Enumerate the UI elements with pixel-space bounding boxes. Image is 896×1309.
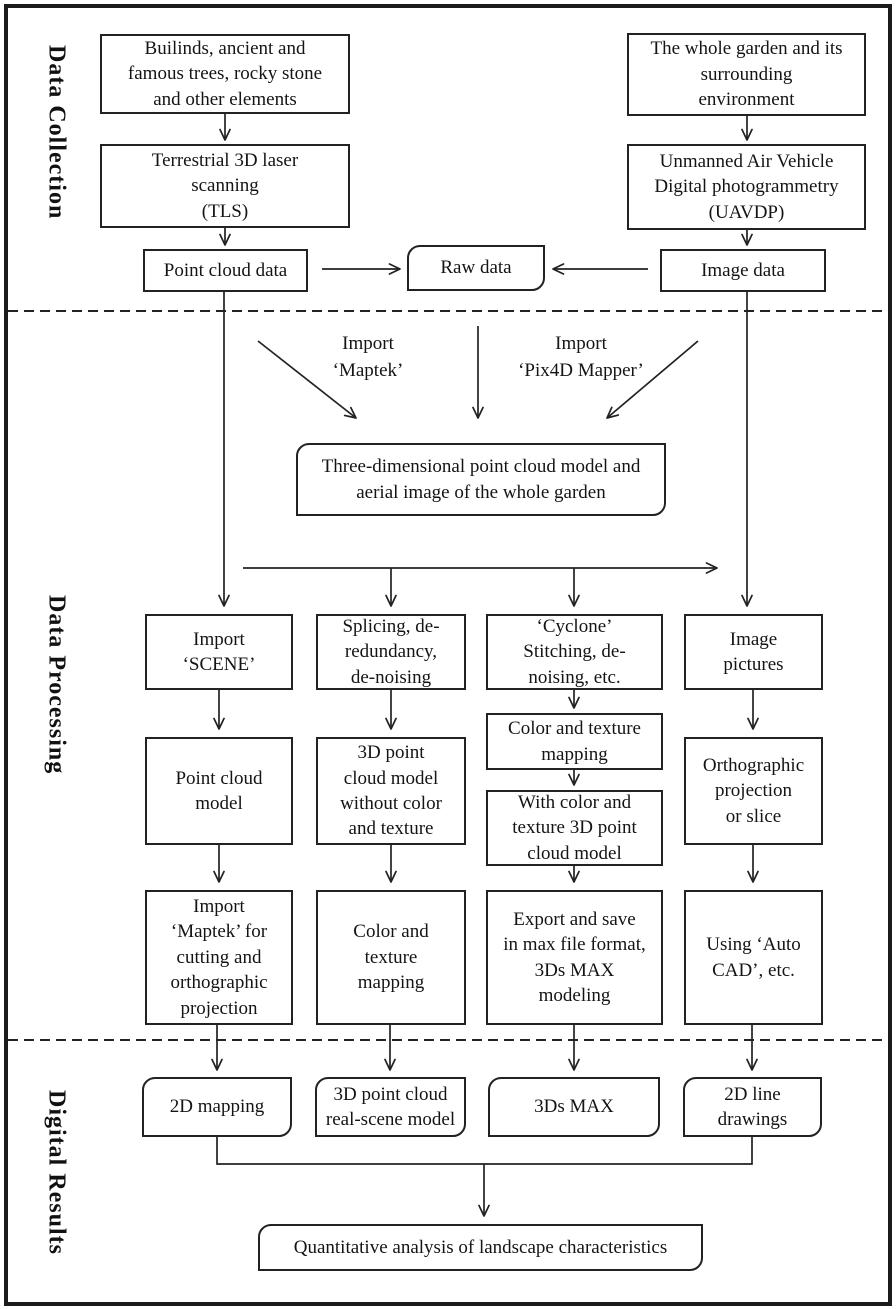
flow-node-image-data: Image data [660,249,826,292]
flow-node-model-without-color: 3D point cloud model without color and t… [316,737,466,845]
flow-node-3d-model: Three-dimensional point cloud model and … [296,443,666,516]
flow-node-export-3ds-max: Export and save in max file format, 3Ds … [486,890,663,1025]
flow-node-uavdp: Unmanned Air Vehicle Digital photogramme… [627,144,866,230]
flow-node-point-cloud-model: Point cloud model [145,737,293,845]
flow-node-quantitative-analysis: Quantitative analysis of landscape chara… [258,1224,703,1271]
flow-node-color-texture-mapping-2: Color and texture mapping [316,890,466,1025]
flow-node-point-cloud-data: Point cloud data [143,249,308,292]
section-label-data-processing: Data Processing [43,595,70,775]
flow-node-with-color-model: With color and texture 3D point cloud mo… [486,790,663,866]
flow-node-3ds-max: 3Ds MAX [488,1077,660,1137]
flow-node-cyclone-stitching: ‘Cyclone’ Stitching, de- noising, etc. [486,614,663,690]
note-import-pix4d-mapper: Import ‘Pix4D Mapper’ [518,333,644,381]
flow-node-tls: Terrestrial 3D laser scanning (TLS) [100,144,350,228]
figure-border [4,4,892,1306]
section-label-data-collection: Data Collection [43,45,70,220]
section-label-digital-results: Digital Results [43,1089,70,1255]
flow-node-image-pictures: Image pictures [684,614,823,690]
flow-node-maptek-cutting: Import ‘Maptek’ for cutting and orthogra… [145,890,293,1025]
flow-node-orthographic-projection: Orthographic projection or slice [684,737,823,845]
flow-node-import-scene: Import ‘SCENE’ [145,614,293,690]
flow-node-real-scene-model: 3D point cloud real-scene model [315,1077,466,1137]
flow-node-color-texture-mapping-1: Color and texture mapping [486,713,663,770]
note-import-maptek: Import ‘Maptek’ [332,333,404,381]
flow-node-splicing: Splicing, de- redundancy, de-noising [316,614,466,690]
flow-node-whole-garden: The whole garden and its surrounding env… [627,33,866,116]
flow-node-autocad: Using ‘Auto CAD’, etc. [684,890,823,1025]
flow-node-2d-mapping: 2D mapping [142,1077,292,1137]
flow-node-2d-line-drawings: 2D line drawings [683,1077,822,1137]
flow-node-raw-data: Raw data [407,245,545,291]
flow-node-site-elements: Builinds, ancient and famous trees, rock… [100,34,350,114]
